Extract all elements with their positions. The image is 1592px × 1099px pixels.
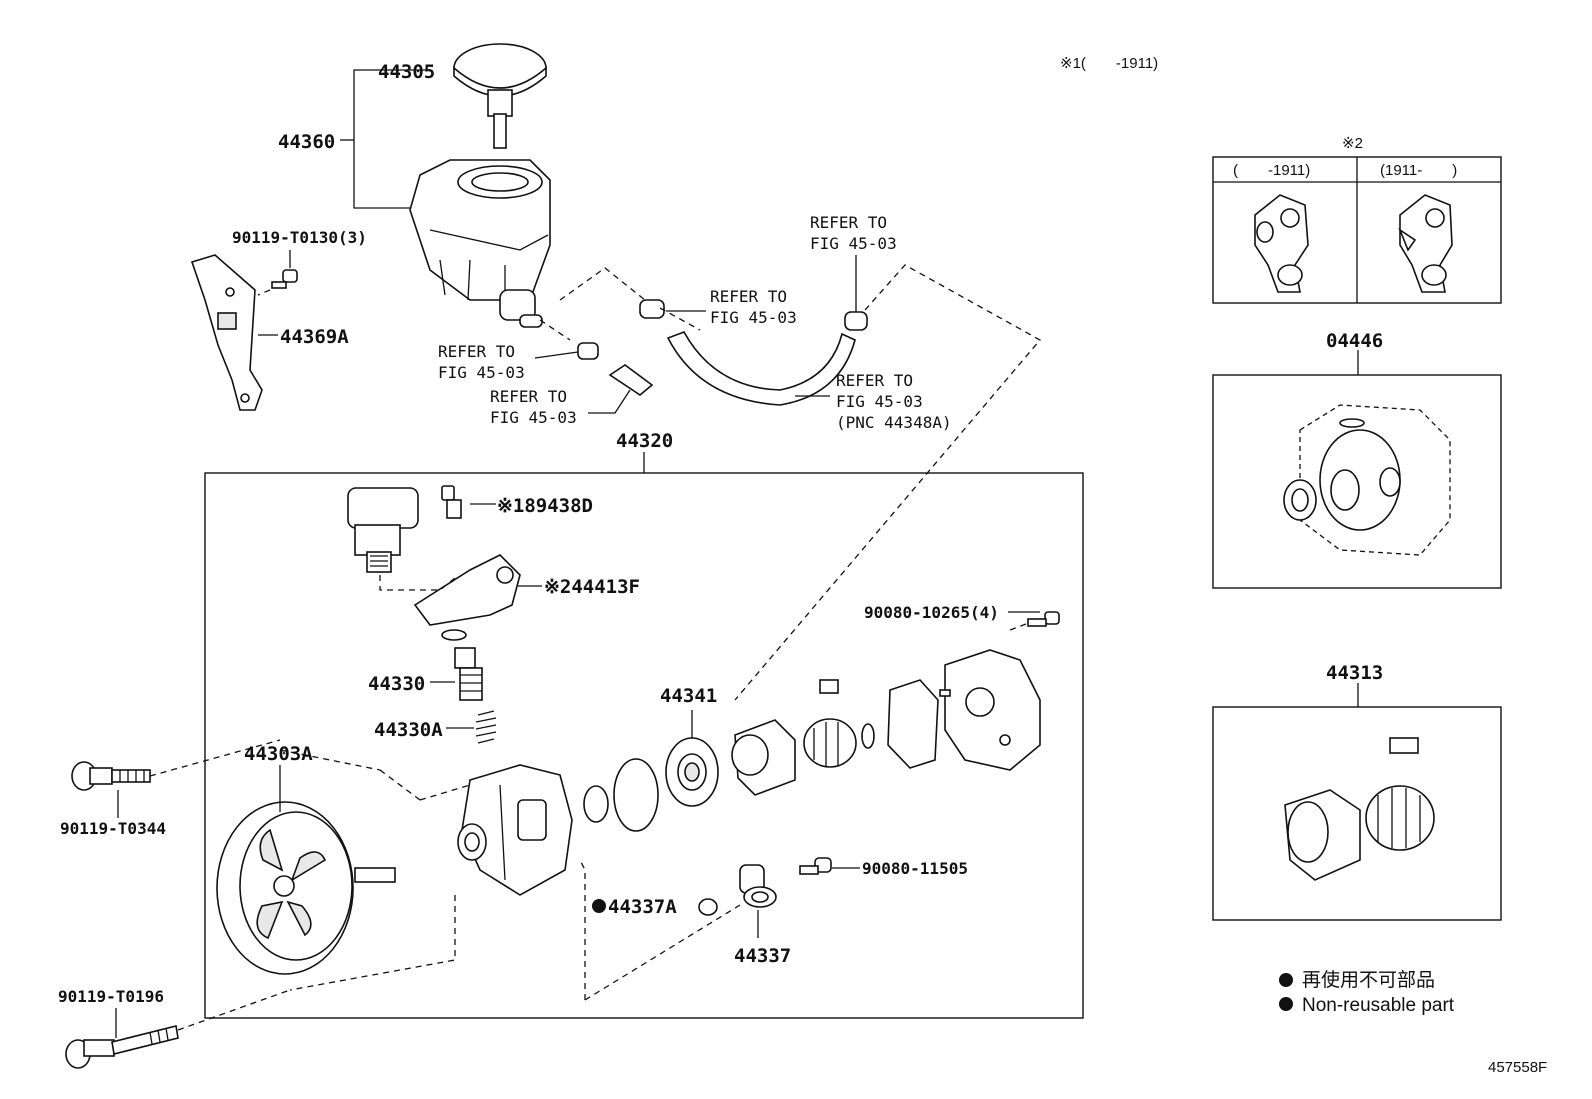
ref-text-left-2: FIG 45-03 <box>438 363 525 382</box>
o-ring-44337A <box>698 898 718 916</box>
bolt-90080-11505 <box>799 857 832 875</box>
variant-new-part <box>1398 194 1453 293</box>
variant-col-right: (1911- ) <box>1380 162 1457 179</box>
ref-text-hose-right-3: (PNC 44348A) <box>836 413 952 432</box>
label-44330A: 44330A <box>374 719 443 741</box>
label-44313: 44313 <box>1326 662 1383 684</box>
cam-ring <box>731 719 796 796</box>
label-44360: 44360 <box>278 131 335 153</box>
sensor-89438D <box>441 485 462 519</box>
ref-text-top-2: FIG 45-03 <box>810 234 897 253</box>
label-90119-T0130: 90119-T0130(3) <box>232 228 367 247</box>
label-44330: 44330 <box>368 673 425 695</box>
rear-housing <box>939 649 1041 771</box>
note-range-1: ※1( -1911) <box>1060 55 1158 72</box>
o-ring-a <box>583 785 609 823</box>
pulley-44303A <box>216 801 396 975</box>
label-90119-T0344: 90119-T0344 <box>60 819 166 838</box>
reservoir-tank-44360 <box>409 159 551 328</box>
label-44305: 44305 <box>378 61 435 83</box>
note-2: ※2 <box>1342 135 1363 152</box>
label-90080-11505: 90080-11505 <box>862 859 968 878</box>
ref-text-hose-left-2: FIG 45-03 <box>490 408 577 427</box>
ref-text-mid-1: REFER TO <box>710 287 787 306</box>
label-44413F: ※244413F <box>544 576 640 598</box>
pump-body <box>457 764 573 896</box>
kit-44313-parts <box>1284 737 1435 881</box>
hose-curved <box>666 331 856 406</box>
variant-old-part <box>1254 194 1309 293</box>
figure-code: 457558F <box>1488 1059 1547 1076</box>
vane-key <box>819 679 839 694</box>
fitting-44337 <box>739 864 777 908</box>
label-44369A: 44369A <box>280 326 349 348</box>
legend-jp: 再使用不可部品 <box>1302 969 1435 991</box>
reservoir-cap-44305 <box>453 43 547 149</box>
bolt-90080-10265 <box>1027 611 1060 627</box>
ref-text-hose-right-2: FIG 45-03 <box>836 392 923 411</box>
clip-left <box>577 342 599 360</box>
label-04446: 04446 <box>1326 330 1383 352</box>
ref-text-mid-2: FIG 45-03 <box>710 308 797 327</box>
pressure-switch <box>347 487 419 573</box>
bolt-90119-T0196 <box>65 1025 179 1069</box>
kit-04446-box <box>1212 374 1502 589</box>
seal-44341 <box>665 737 719 807</box>
gasket <box>887 679 939 769</box>
label-44303A: 44303A <box>244 743 313 765</box>
ref-text-hose-left-1: REFER TO <box>490 387 567 406</box>
non-reusable-bullet-icon <box>592 899 606 913</box>
snap-ring <box>861 723 875 749</box>
legend-bullet-icon-en <box>1279 997 1293 1011</box>
label-90080-10265: 90080-10265(4) <box>864 603 999 622</box>
o-ring-b <box>613 758 659 832</box>
rotor <box>803 718 857 768</box>
bolt-90119-T0344 <box>71 761 151 791</box>
label-44341: 44341 <box>660 685 717 707</box>
kit-04446-parts <box>1283 404 1451 556</box>
spring-44330A <box>475 710 497 744</box>
valve-44330 <box>454 647 483 701</box>
legend-bullet-icon-jp <box>1279 973 1293 987</box>
o-ring-small <box>441 629 467 641</box>
flow-control-44413F <box>413 554 521 626</box>
variant-col-left: ( -1911) <box>1233 162 1310 179</box>
label-44337A: 44337A <box>608 896 677 918</box>
legend-en: Non-reusable part <box>1302 995 1455 1016</box>
clip-mid <box>639 299 665 319</box>
label-90119-T0196: 90119-T0196 <box>58 987 164 1006</box>
bracket-44369A <box>190 254 263 411</box>
ref-text-hose-right-1: REFER TO <box>836 371 913 390</box>
kit-44313-box <box>1212 706 1502 921</box>
ref-text-left-1: REFER TO <box>438 342 515 361</box>
bolt-90119-T0130 <box>271 269 298 289</box>
label-44320: 44320 <box>616 430 673 452</box>
hose-short <box>608 364 654 396</box>
ref-text-top-1: REFER TO <box>810 213 887 232</box>
clip-right <box>844 311 868 331</box>
label-44337: 44337 <box>734 945 791 967</box>
label-89438D: ※189438D <box>497 495 593 517</box>
